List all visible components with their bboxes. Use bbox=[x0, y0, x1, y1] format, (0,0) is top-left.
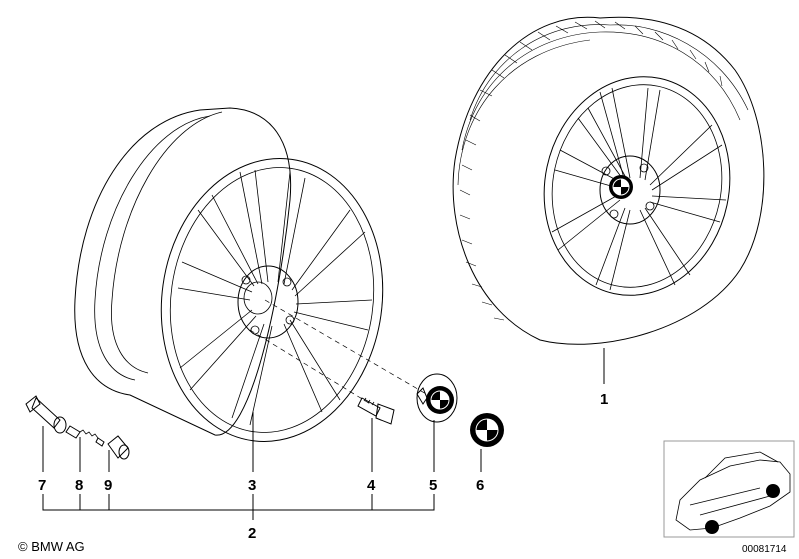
leader-lines bbox=[42, 348, 605, 520]
callout-1: 1 bbox=[600, 391, 608, 408]
callout-9: 9 bbox=[104, 477, 112, 494]
callout-2: 2 bbox=[248, 525, 256, 542]
complete-wheel-with-tyre bbox=[452, 16, 765, 345]
callout-5: 5 bbox=[429, 477, 437, 494]
bmw-roundel-icon bbox=[609, 175, 633, 199]
hub-cap bbox=[416, 373, 458, 423]
drawing-number: 00081714 bbox=[742, 544, 787, 555]
callout-7: 7 bbox=[38, 477, 46, 494]
wheel-bolt bbox=[357, 397, 395, 425]
wheel-marker-rear bbox=[766, 484, 780, 498]
light-alloy-rim bbox=[74, 107, 384, 442]
callout-3: 3 bbox=[248, 477, 256, 494]
rim-spokes bbox=[177, 169, 373, 426]
bmw-roundel-icon bbox=[426, 386, 454, 414]
tyre-valve bbox=[25, 395, 67, 434]
callout-8: 8 bbox=[75, 477, 83, 494]
vehicle-inset bbox=[663, 440, 795, 538]
copyright-text: © BMW AG bbox=[18, 539, 85, 554]
wheel-spokes bbox=[551, 87, 727, 291]
valve-insert bbox=[65, 425, 105, 447]
emblem bbox=[470, 413, 504, 447]
valve-cap bbox=[107, 435, 130, 460]
tyre-tread-pattern bbox=[459, 20, 723, 321]
callout-6: 6 bbox=[476, 477, 484, 494]
car-silhouette-icon bbox=[675, 451, 791, 534]
wheel-marker-front bbox=[705, 520, 719, 534]
callout-4: 4 bbox=[367, 477, 376, 494]
